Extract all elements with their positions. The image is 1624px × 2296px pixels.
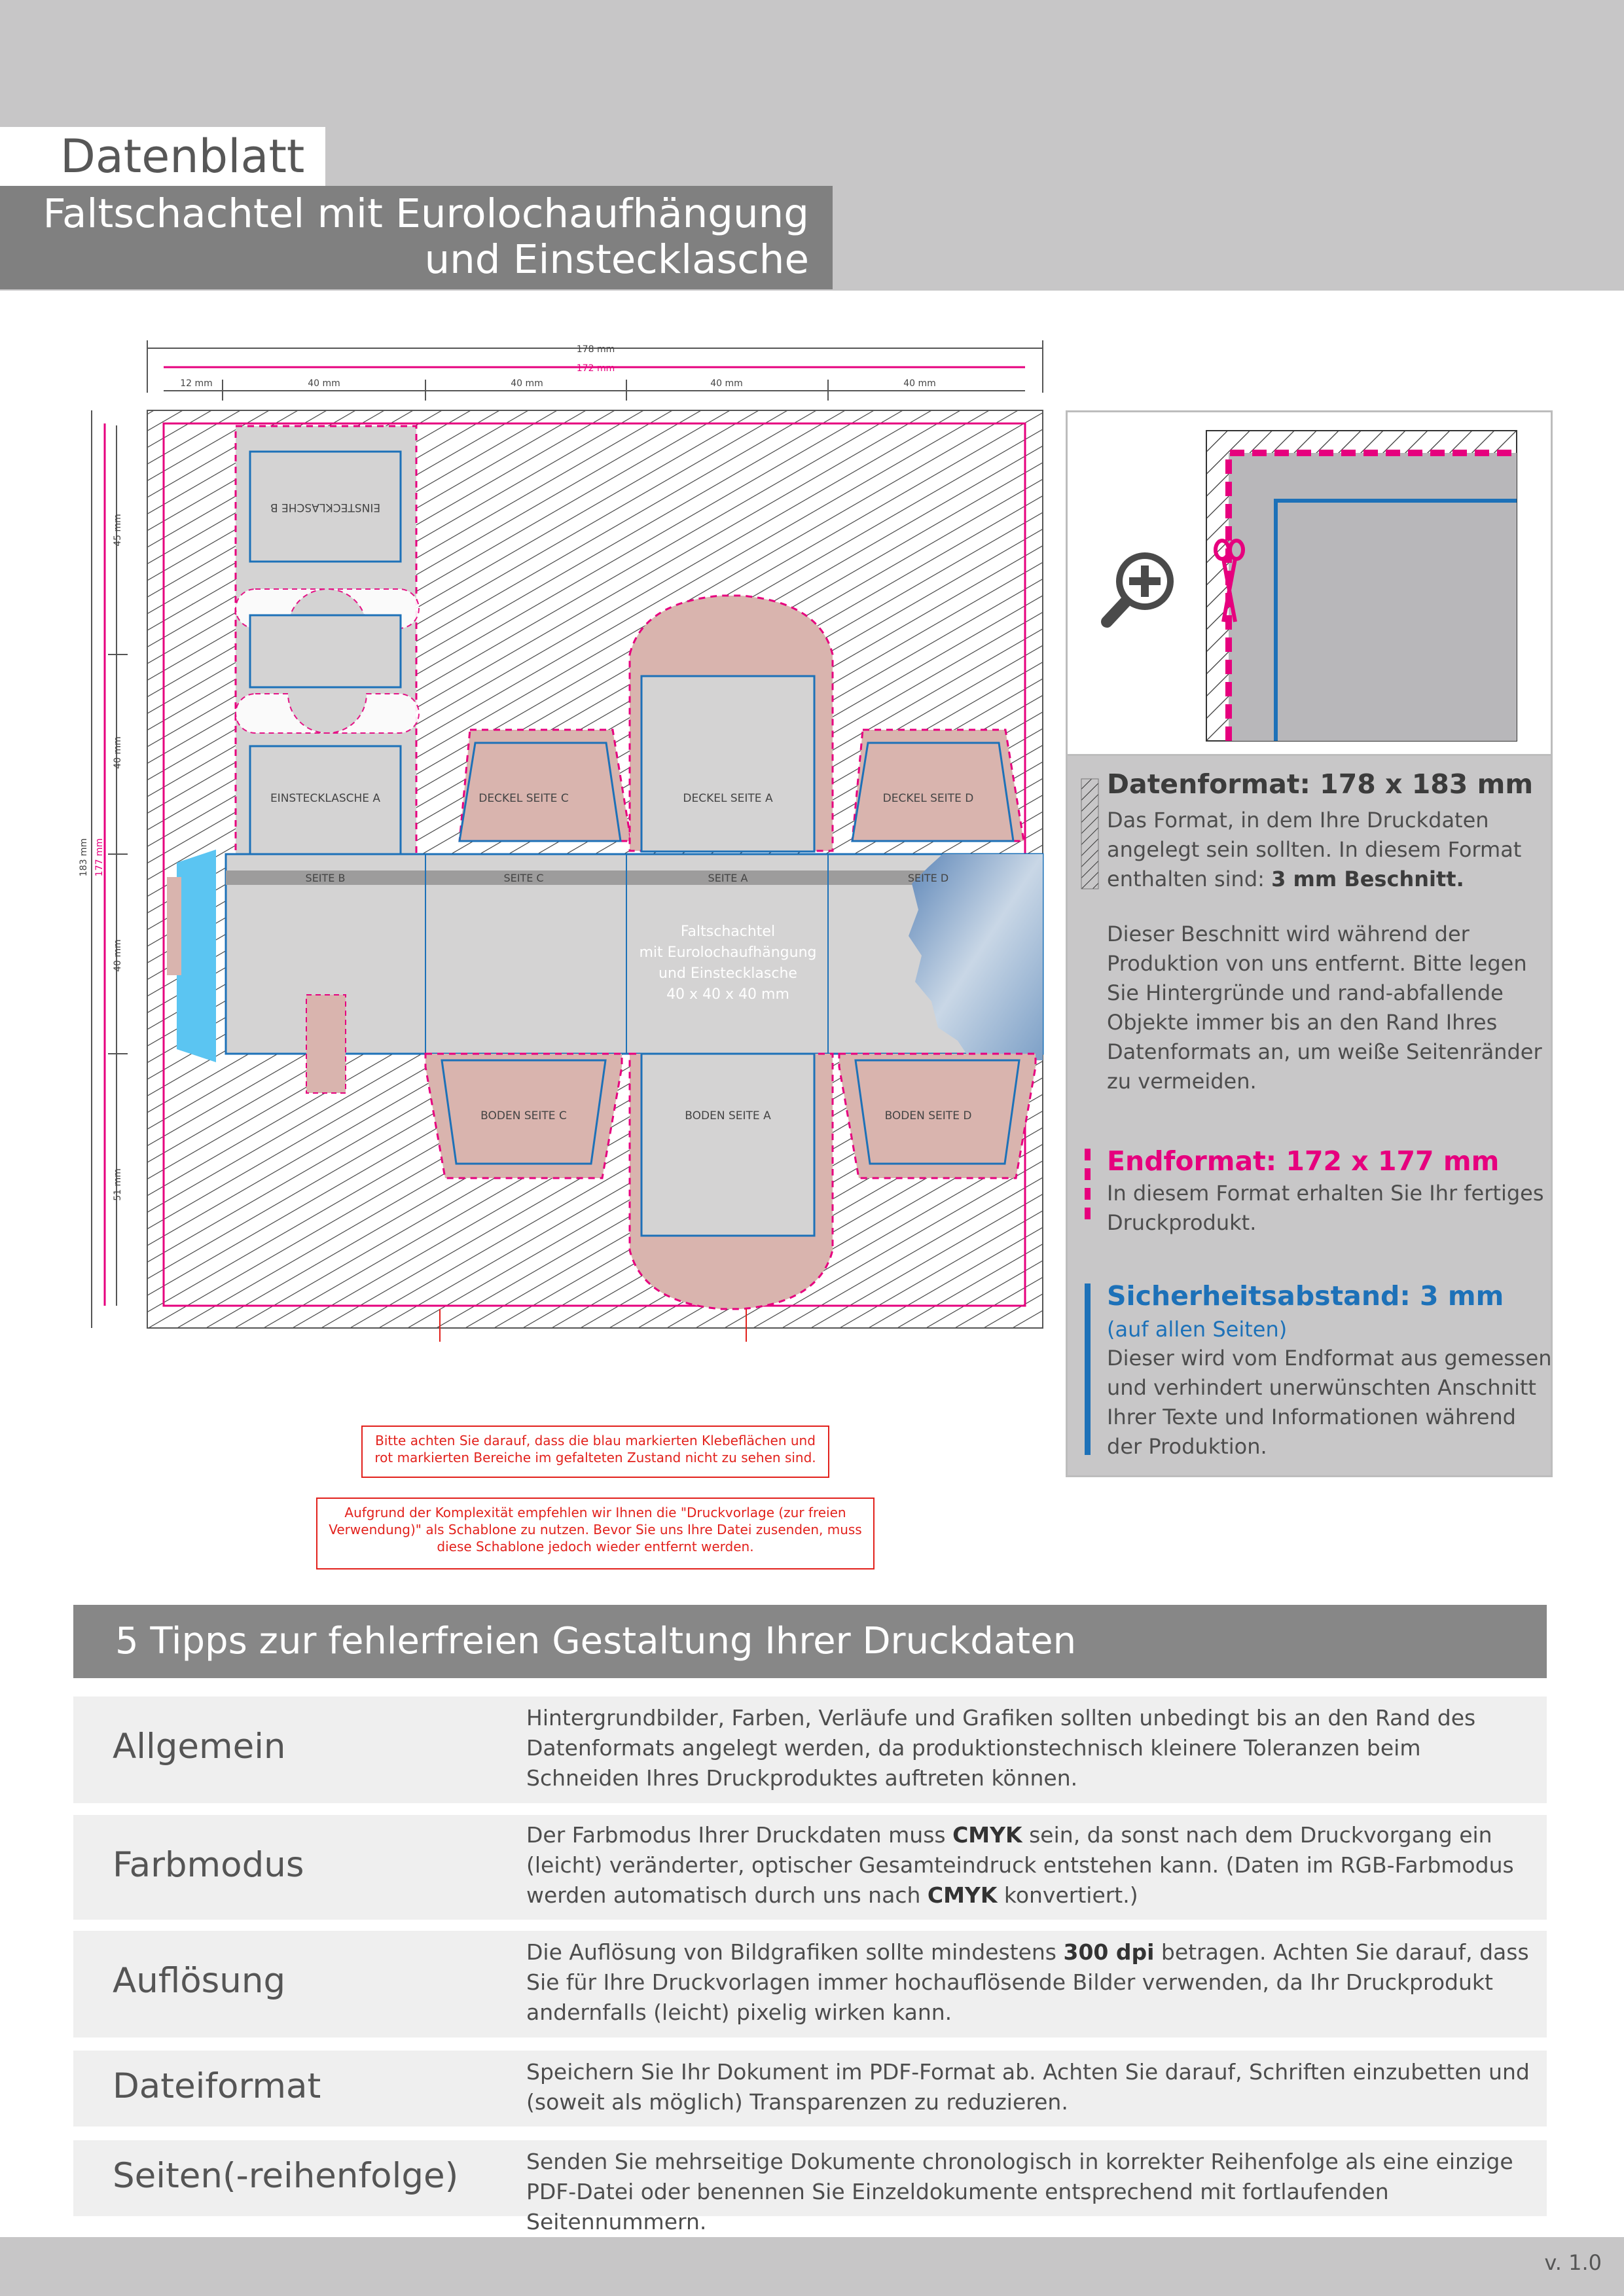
- datenformat-heading: Datenformat: 178 x 183 mm: [1107, 768, 1534, 800]
- endformat-heading: Endformat: 172 x 177 mm: [1107, 1145, 1500, 1177]
- tip-label-aufloesung: Auflösung: [113, 1961, 286, 2001]
- note2-line-3: diese Schablone jedoch wieder entfernt w…: [437, 1539, 754, 1554]
- tip-row-dateiformat: Dateiformat Speichern Sie Ihr Dokument i…: [73, 2051, 1547, 2126]
- dim-col-4: 40 mm: [903, 378, 936, 389]
- label-seite-d: SEITE D: [908, 872, 948, 884]
- datenformat-text: Das Format, in dem Ihre Druckdaten angel…: [1107, 808, 1522, 891]
- sicherheit-subheading: (auf allen Seiten): [1107, 1317, 1288, 1342]
- label-deckel-a: DECKEL SEITE A: [683, 792, 773, 805]
- label-seite-a: SEITE A: [708, 872, 748, 884]
- center-line-1: Faltschachtel: [681, 924, 775, 940]
- tips-header: [73, 1605, 1547, 1678]
- boden-c-flap: [424, 1052, 623, 1179]
- tip-row-farbmodus: Farbmodus Der Farbmodus Ihrer Druckdaten…: [73, 1815, 1547, 1920]
- scissors-icon: [1214, 539, 1245, 622]
- tip-row-seiten: Seiten(-reihenfolge) Senden Sie mehrseit…: [73, 2140, 1547, 2234]
- dim-row-4: 51 mm: [113, 1168, 123, 1201]
- title-box: [0, 127, 325, 186]
- tip-text-allgemein: Hintergrundbilder, Farben, Verläufe und …: [526, 1705, 1476, 1791]
- tips-title: 5 Tipps zur fehlerfreien Gestaltung Ihre…: [115, 1620, 1077, 1662]
- page-title: Datenblatt: [60, 130, 305, 183]
- note1-line-2: rot markierten Bereiche im gefalteten Zu…: [374, 1450, 816, 1465]
- beschnitt-text: Dieser Beschnitt wird während der Produk…: [1107, 922, 1542, 1094]
- sky-image: [909, 854, 1043, 1060]
- note-template: Aufgrund der Komplexität empfehlen wir I…: [316, 1498, 875, 1570]
- label-einstecklasche-b: EINSTECKLASCHE B: [270, 501, 380, 514]
- page-subtitle: Faltschachtel mit Eurolochaufhängung und…: [43, 191, 809, 283]
- body-panel: [225, 853, 1044, 1055]
- dim-total-height: 183 mm: [79, 838, 89, 876]
- dim-total-width: 178 mm: [577, 344, 615, 355]
- tip-label-allgemein: Allgemein: [113, 1727, 286, 1767]
- dim-col-bleed: 12 mm: [180, 378, 213, 389]
- boden-d-flap: [838, 1052, 1037, 1179]
- zoom-panel: [1066, 410, 1553, 756]
- tip-text-seiten: Senden Sie mehrseitige Dokumente chronol…: [526, 2149, 1513, 2234]
- einstecklasche-b-group: [234, 425, 420, 859]
- label-deckel-c: DECKEL SEITE C: [478, 792, 568, 805]
- endformat-marker: [1085, 1149, 1091, 1227]
- center-line-3: und Einstecklasche: [659, 965, 797, 982]
- note2-line-2: Verwendung)" als Schablone zu nutzen. Be…: [329, 1522, 862, 1537]
- tip-row-allgemein: Allgemein Hintergrundbilder, Farben, Ver…: [73, 1696, 1547, 1803]
- sicherheit-marker: [1085, 1283, 1091, 1455]
- tip-row-aufloesung: Auflösung Die Auflösung von Bildgrafiken…: [73, 1931, 1547, 2037]
- dim-col-1: 40 mm: [308, 378, 340, 389]
- deckel-d-flap: [851, 728, 1025, 842]
- label-boden-d: BODEN SEITE D: [885, 1109, 972, 1122]
- dieline-drawing: 178 mm 172 mm 12 mm 40 mm 40 mm 40 mm 40…: [79, 340, 1044, 1342]
- center-line-4: 40 x 40 x 40 mm: [666, 986, 789, 1003]
- label-einstecklasche-a: EINSTECKLASCHE A: [270, 792, 380, 805]
- seite-b-tab: [306, 994, 346, 1094]
- tip-text-aufloesung: Die Auflösung von Bildgrafiken sollte mi…: [526, 1939, 1529, 2025]
- tip-label-dateiformat: Dateiformat: [113, 2066, 321, 2106]
- info-panel: Datenformat: 178 x 183 mm Das Format, in…: [1066, 756, 1553, 1477]
- subtitle-line-1: Faltschachtel mit Eurolochaufhängung: [43, 190, 809, 237]
- sicherheit-heading: Sicherheitsabstand: 3 mm: [1107, 1280, 1504, 1312]
- bleed-zoom-illustration: [1101, 430, 1517, 742]
- note1-line-1: Bitte achten Sie darauf, dass die blau m…: [375, 1433, 816, 1448]
- dim-row-3: 40 mm: [113, 939, 123, 972]
- hatch-swatch: [1081, 778, 1099, 889]
- tip-text-dateiformat: Speichern Sie Ihr Dokument im PDF-Format…: [526, 2059, 1530, 2115]
- subtitle-line-2: und Einstecklasche: [424, 236, 809, 283]
- note2-line-1: Aufgrund der Komplexität empfehlen wir I…: [344, 1505, 846, 1520]
- deckel-c-flap: [458, 728, 632, 842]
- dim-final-width: 172 mm: [577, 363, 615, 374]
- endformat-text: In diesem Format erhalten Sie Ihr fertig…: [1107, 1181, 1544, 1235]
- tip-label-farbmodus: Farbmodus: [113, 1845, 304, 1885]
- footer-band: [0, 2237, 1624, 2296]
- dim-col-2: 40 mm: [511, 378, 543, 389]
- subtitle-box: [0, 186, 833, 289]
- label-boden-c: BODEN SEITE C: [480, 1109, 567, 1122]
- label-boden-a: BODEN SEITE A: [685, 1109, 771, 1122]
- note-glue-areas: Bitte achten Sie darauf, dass die blau m…: [361, 1426, 829, 1478]
- label-seite-c: SEITE C: [503, 872, 543, 884]
- tip-label-seiten: Seiten(-reihenfolge): [113, 2156, 459, 2196]
- center-line-2: mit Eurolochaufhängung: [640, 944, 817, 961]
- version-label: v. 1.0: [1544, 2250, 1602, 2275]
- dim-row-1: 45 mm: [113, 514, 123, 547]
- tip-text-farbmodus: Der Farbmodus Ihrer Druckdaten muss CMYK…: [526, 1822, 1514, 1908]
- dim-final-height: 177 mm: [94, 838, 105, 876]
- magnifier-icon: [1101, 552, 1174, 628]
- dim-row-2: 40 mm: [113, 736, 123, 769]
- dim-col-3: 40 mm: [710, 378, 743, 389]
- label-deckel-d: DECKEL SEITE D: [883, 792, 974, 805]
- glue-flap-left: [177, 850, 216, 1062]
- label-seite-b: SEITE B: [306, 872, 346, 884]
- sicherheit-text: Dieser wird vom Endformat aus gemessen u…: [1107, 1346, 1552, 1459]
